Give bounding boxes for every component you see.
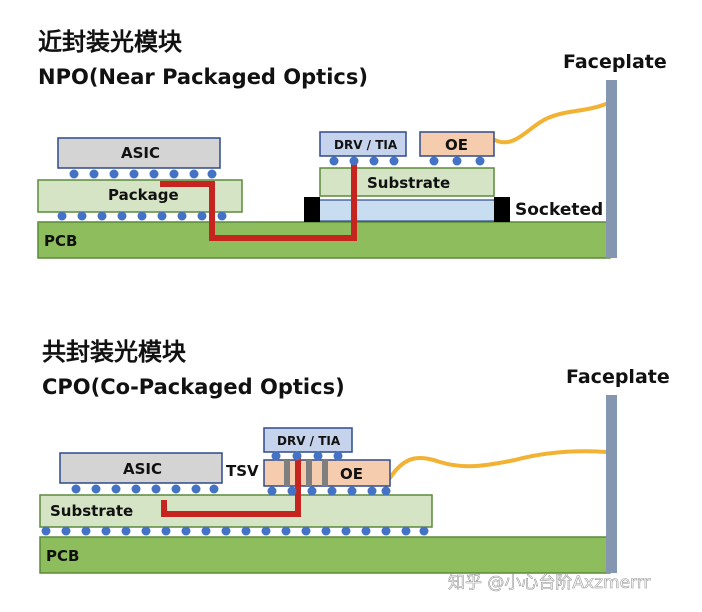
npo-diagram: 近封装光模块 NPO(Near Packaged Optics) Facepla…: [37, 28, 667, 259]
npo-socketed-label: Socketed: [515, 200, 603, 220]
npo-socket-clip-left: [304, 197, 320, 222]
cpo-title-en: CPO(Co-Packaged Optics): [42, 375, 345, 399]
npo-socket-clip-right: [494, 197, 510, 222]
cpo-diagram: 共封装光模块 CPO(Co-Packaged Optics) Faceplate…: [39, 338, 670, 574]
npo-substrate: [319, 167, 495, 197]
cpo-electrical-trace: [161, 458, 301, 517]
npo-drv-tia: [319, 131, 407, 157]
npo-faceplate: [606, 80, 617, 258]
cpo-tsv-via-2: [306, 460, 312, 486]
cpo-asic-bumps: [71, 484, 219, 494]
cpo-asic: [59, 452, 223, 484]
npo-oe-label: OE: [445, 136, 468, 154]
npo-optical-fiber: [493, 102, 608, 145]
cpo-drv-bumps: [271, 451, 343, 461]
npo-package-label: Package: [108, 186, 179, 204]
npo-package-bumps: [57, 211, 227, 221]
npo-oe: [419, 131, 495, 157]
cpo-substrate-bumps: [41, 526, 429, 536]
cpo-faceplate-label: Faceplate: [566, 366, 670, 388]
cpo-substrate-label: Substrate: [50, 502, 133, 520]
npo-faceplate-label: Faceplate: [563, 51, 667, 73]
cpo-faceplate: [606, 395, 617, 573]
npo-asic: [57, 137, 221, 169]
npo-title-en: NPO(Near Packaged Optics): [38, 65, 368, 89]
cpo-tsv-via-1: [284, 460, 290, 486]
npo-drv-tia-label: DRV / TIA: [334, 138, 398, 152]
cpo-pcb: [39, 536, 611, 574]
cpo-title-cn: 共封装光模块: [42, 338, 186, 366]
cpo-optical-fiber: [388, 449, 608, 480]
npo-substrate-label: Substrate: [367, 174, 450, 192]
npo-drv-bumps: [329, 156, 399, 166]
npo-socket: [307, 199, 509, 222]
npo-oe-bumps: [429, 156, 485, 166]
cpo-pcb-label: PCB: [46, 547, 79, 565]
npo-asic-bumps: [69, 169, 217, 179]
cpo-drv-tia-label: DRV / TIA: [277, 434, 341, 448]
npo-title-cn: 近封装光模块: [38, 28, 182, 56]
cpo-tsv-via-3: [322, 460, 328, 486]
cpo-asic-label: ASIC: [123, 460, 162, 478]
cpo-tsv-label: TSV: [226, 462, 259, 480]
npo-asic-label: ASIC: [121, 144, 160, 162]
cpo-drv-tia: [263, 427, 353, 453]
cpo-oe-label: OE: [340, 465, 363, 483]
cpo-oe-bumps: [267, 486, 391, 496]
npo-electrical-trace: [160, 162, 357, 241]
watermark-text: 知乎 @小心台阶Axzmerrr: [448, 573, 650, 593]
npo-pcb-label: PCB: [44, 232, 77, 250]
